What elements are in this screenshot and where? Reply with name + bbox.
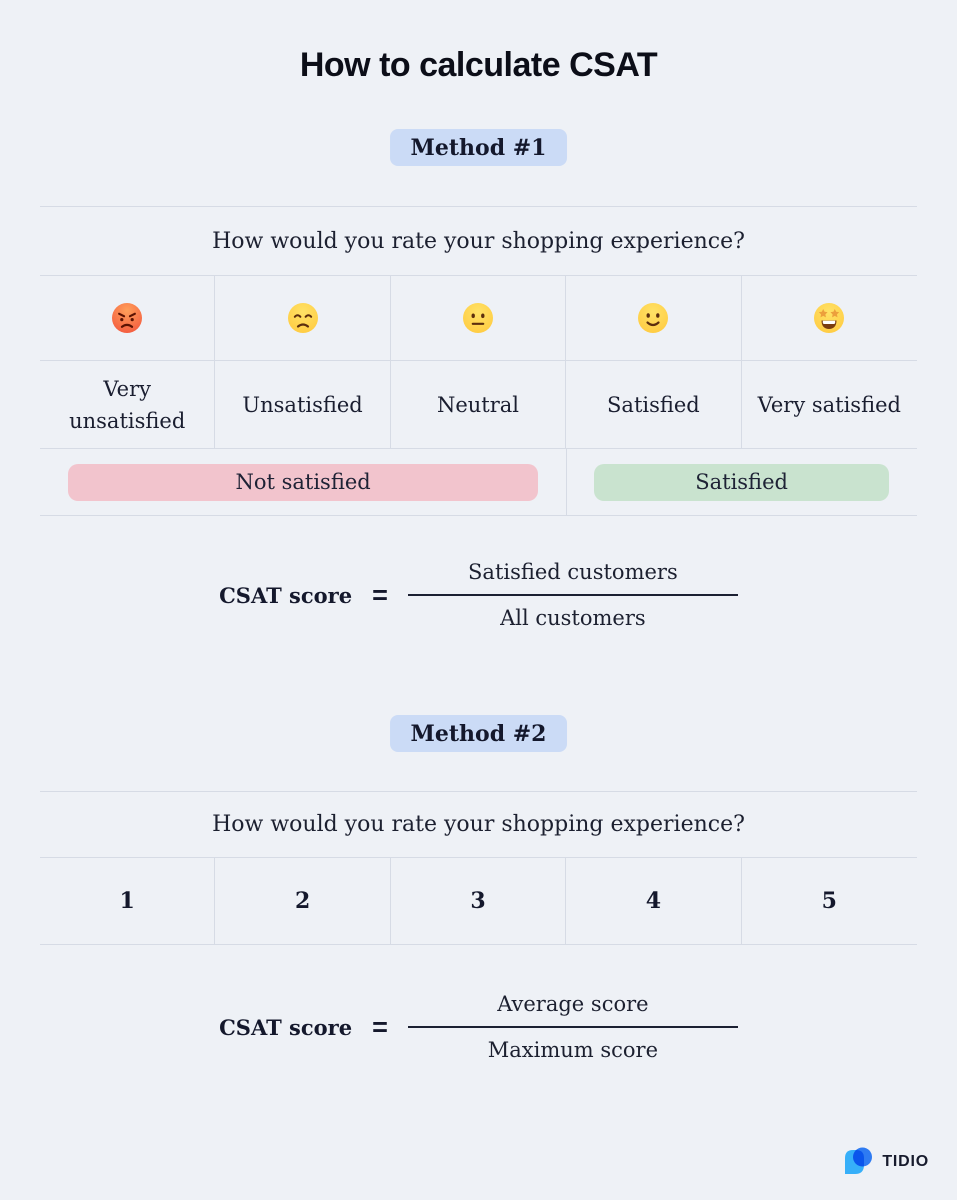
- method-1-badge: Method #1: [389, 129, 568, 166]
- method-2-survey-table: How would you rate your shopping experie…: [40, 791, 917, 945]
- number-row: 1 2 3 4 5: [40, 858, 917, 945]
- fraction: Average score Maximum score: [407, 992, 738, 1062]
- disappointed-face-emoji-icon: [287, 303, 318, 333]
- label-row: Very unsatisfied Unsatisfied Neutral Sat…: [40, 361, 917, 449]
- rating-label-5: Very satisfied: [757, 392, 901, 417]
- csat-score-label: CSAT score: [219, 582, 353, 608]
- rating-number-4: 4: [566, 858, 742, 944]
- fraction-numerator: Satisfied customers: [407, 560, 738, 596]
- star-struck-face-emoji-icon: [814, 303, 845, 333]
- not-satisfied-group-cell: Not satisfied: [40, 449, 566, 515]
- rating-number-2: 2: [215, 858, 391, 944]
- angry-face-emoji-icon: [112, 303, 143, 333]
- method-1-survey-table: How would you rate your shopping experie…: [40, 206, 917, 516]
- rating-label-1: Very unsatisfied: [40, 361, 216, 448]
- tidio-logo: TIDIO: [841, 1145, 929, 1178]
- satisfied-group-cell: Satisfied: [566, 449, 917, 515]
- page-title: How to calculate CSAT: [299, 46, 658, 84]
- emoji-cell-1: [40, 276, 216, 360]
- rating-number-5: 5: [821, 888, 837, 914]
- fraction: Satisfied customers All customers: [407, 560, 738, 630]
- emoji-cell-2: [215, 276, 391, 360]
- rating-number-3: 3: [391, 858, 567, 944]
- slightly-smiling-face-emoji-icon: [638, 303, 669, 333]
- rating-label-2: Unsatisfied: [215, 361, 391, 448]
- csat-score-label: CSAT score: [219, 1014, 353, 1040]
- tidio-chat-bubbles-icon: [845, 1147, 873, 1174]
- emoji-cell-3: [391, 276, 567, 360]
- fraction-numerator: Average score: [407, 992, 738, 1028]
- method-2-badge: Method #2: [389, 715, 568, 752]
- equals-sign: =: [372, 1011, 388, 1042]
- satisfied-pill: Satisfied: [594, 463, 889, 501]
- fraction-denominator: All customers: [500, 606, 646, 630]
- emoji-cell-4: [566, 276, 742, 360]
- not-satisfied-pill: Not satisfied: [68, 463, 539, 501]
- survey-question: How would you rate your shopping experie…: [40, 207, 917, 276]
- rating-label-3: Neutral: [391, 361, 567, 448]
- rating-label-4: Satisfied: [566, 361, 742, 448]
- equals-sign: =: [372, 579, 388, 610]
- group-row: Not satisfied Satisfied: [40, 449, 917, 516]
- emoji-cell-5: [742, 276, 917, 360]
- method-2-formula: CSAT score = Average score Maximum score: [0, 992, 957, 1062]
- neutral-face-emoji-icon: [462, 303, 493, 333]
- method-1-formula: CSAT score = Satisfied customers All cus…: [0, 560, 957, 630]
- tidio-logo-text: TIDIO: [882, 1152, 929, 1170]
- fraction-denominator: Maximum score: [487, 1038, 659, 1062]
- survey-question: How would you rate your shopping experie…: [40, 792, 917, 858]
- rating-number-1: 1: [40, 858, 216, 944]
- emoji-row: [40, 276, 917, 361]
